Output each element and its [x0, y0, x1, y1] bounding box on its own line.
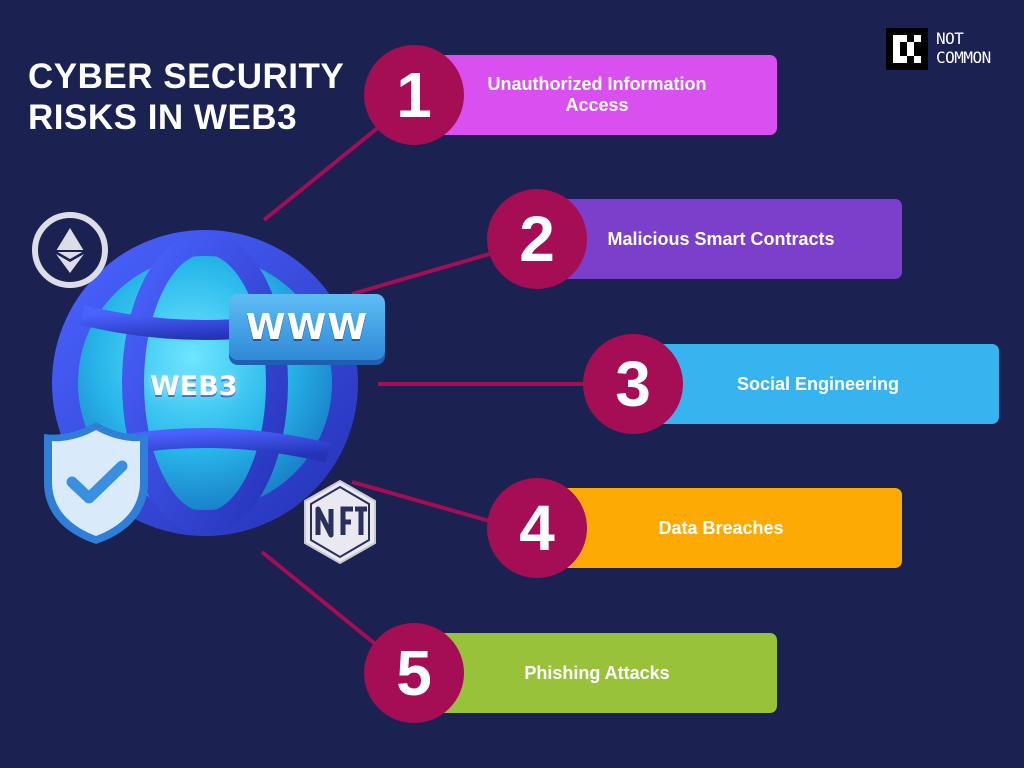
risk-number-5: 5 [396, 637, 432, 709]
nft-icon [304, 479, 376, 565]
risk-item-1: Unauthorized Information Access 1 [364, 45, 777, 145]
connector-2 [351, 249, 501, 296]
title-line-2: RISKS IN WEB3 [28, 98, 298, 137]
brand-wordmark: NOT COMMON [936, 29, 991, 67]
risk-number-badge-3: 3 [583, 334, 683, 434]
title-line-1: CYBER SECURITY [28, 57, 345, 96]
www-box: WWW [229, 294, 385, 360]
risk-item-4: Data Breaches 4 [487, 478, 902, 578]
risk-label-2: Malicious Smart Contracts [607, 228, 835, 249]
risk-number-badge-4: 4 [487, 478, 587, 578]
risk-number-badge-1: 1 [364, 45, 464, 145]
risk-bar-2: Malicious Smart Contracts [540, 199, 902, 279]
brand-logo: NOT COMMON [886, 28, 1006, 70]
risk-item-5: Phishing Attacks 5 [364, 623, 777, 723]
www-label: WWW [245, 306, 369, 348]
connector-5 [260, 550, 387, 654]
risk-number-badge-5: 5 [364, 623, 464, 723]
connector-4 [351, 480, 501, 526]
brand-line-2: COMMON [936, 48, 991, 67]
risk-bar-3: Social Engineering [637, 344, 999, 424]
risk-bar-5: Phishing Attacks [417, 633, 777, 713]
risk-label-3: Social Engineering [736, 373, 900, 394]
risk-item-3: Social Engineering 3 [583, 334, 999, 434]
risk-number-1: 1 [396, 59, 432, 131]
risk-number-badge-2: 2 [487, 189, 587, 289]
risk-label-4: Data Breaches [658, 517, 784, 538]
risk-number-4: 4 [519, 492, 555, 564]
page-title: CYBER SECURITY RISKS IN WEB3 [28, 56, 344, 138]
www-badge: WWW [229, 294, 389, 364]
risk-number-3: 3 [615, 348, 651, 420]
risk-number-2: 2 [519, 203, 555, 275]
globe-label: WEB3 [150, 371, 238, 402]
shield-check-icon [44, 422, 148, 544]
ethereum-icon [32, 212, 108, 288]
not-common-logo-icon [886, 28, 928, 70]
risk-bar-1: Unauthorized Information Access [417, 55, 777, 135]
risk-item-2: Malicious Smart Contracts 2 [487, 189, 902, 289]
brand-line-1: NOT [936, 29, 964, 48]
connector-1 [262, 116, 392, 222]
risk-bar-4: Data Breaches [540, 488, 902, 568]
risk-label-5: Phishing Attacks [524, 662, 670, 683]
risk-label-1: Unauthorized Information Access [487, 74, 707, 115]
